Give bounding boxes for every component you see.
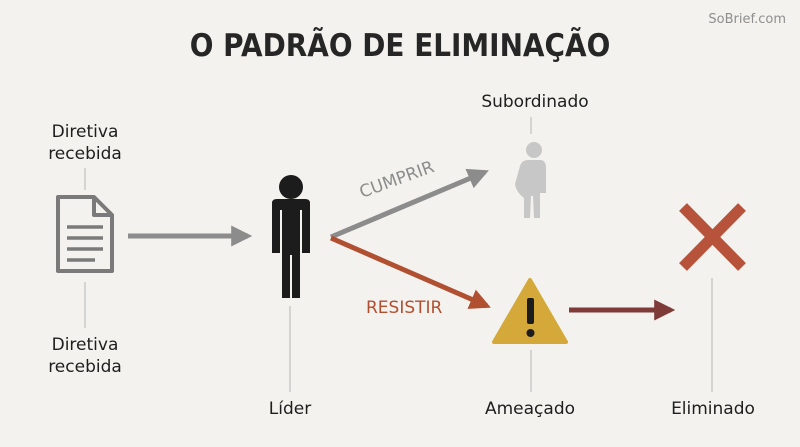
resist-arrow xyxy=(330,235,491,309)
subordinate-label: Subordinado xyxy=(481,92,589,112)
watermark: SoBrief.com xyxy=(708,12,786,27)
subordinate-person-icon xyxy=(515,142,546,218)
diagram-title: O PADRÃO DE ELIMINAÇÃO xyxy=(189,28,611,64)
leader-person-icon xyxy=(272,175,310,298)
directive-bottom-line1: Diretiva xyxy=(51,335,119,355)
directive-top-line1: Diretiva xyxy=(51,122,119,142)
directive-bottom-label: Diretiva recebida xyxy=(25,334,145,378)
eliminated-label: Eliminado xyxy=(671,399,755,419)
directive-top-label: Diretiva recebida xyxy=(25,121,145,165)
document-icon xyxy=(56,195,114,273)
resist-label: RESISTIR xyxy=(366,298,443,318)
directive-top-line2: recebida xyxy=(48,144,122,164)
comply-arrow xyxy=(330,168,489,240)
warning-icon xyxy=(492,278,568,344)
directive-bottom-line2: recebida xyxy=(48,357,122,377)
cross-icon xyxy=(679,203,746,271)
leader-label: Líder xyxy=(268,399,312,419)
threatened-label: Ameaçado xyxy=(484,399,576,419)
